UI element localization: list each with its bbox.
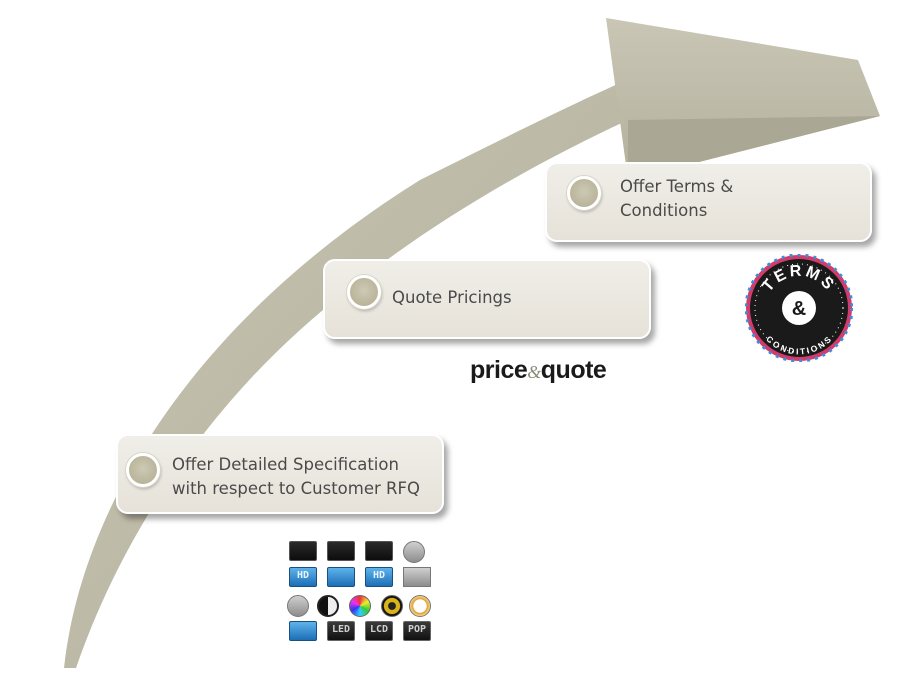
speaker-icon [381, 595, 403, 617]
tools-icon [327, 567, 355, 587]
lcd-label: LCD [369, 624, 389, 635]
cloud-icon [289, 621, 317, 641]
badge-dots [754, 263, 844, 353]
disc-icon [403, 541, 425, 563]
pop-label: POP [407, 624, 427, 635]
clock-icon [409, 595, 431, 617]
step-bullet [567, 176, 601, 210]
step-label-specification: Offer Detailed Specification with respec… [172, 455, 420, 498]
logo-amp: & [527, 362, 541, 382]
led-icon: LED [327, 621, 355, 641]
price-quote-logo: price&quote [470, 356, 607, 390]
logo-quote: quote [540, 356, 607, 384]
terms-conditions-badge: TERMS & CONDITIONS [745, 254, 853, 362]
step-card-specification: Offer Detailed Specification with respec… [116, 434, 444, 514]
hd-icon: HD [289, 567, 317, 587]
step-label-pricing: Quote Pricings [392, 288, 512, 307]
badge-color-ring [745, 254, 853, 362]
led-label: LED [331, 624, 351, 635]
step-bullet [347, 275, 381, 309]
arrow-body [64, 82, 628, 668]
monitor-icon [327, 541, 355, 561]
step-card-pricing: Quote Pricings [323, 259, 651, 339]
badge-center [782, 291, 816, 325]
lcd-icon: LCD [365, 621, 393, 641]
pop-icon: POP [403, 621, 431, 641]
monitor-icon [289, 541, 317, 561]
hd-label: HD [296, 570, 310, 581]
step-label-terms: Offer Terms & Conditions [620, 177, 734, 220]
color-wheel-icon [349, 595, 371, 617]
circle-icon [287, 595, 309, 617]
step-card-terms: Offer Terms & Conditions [545, 162, 872, 242]
badge-center-text: & [792, 298, 806, 320]
feature-icon-grid: HD HD LED LCD POP [287, 541, 437, 643]
hd-icon: HD [365, 567, 393, 587]
monitor-icon [365, 541, 393, 561]
contrast-icon [317, 595, 339, 617]
step-bullet [126, 453, 160, 487]
panel-icon [403, 567, 431, 587]
logo-price: price [470, 356, 528, 384]
hd-label: HD [372, 570, 386, 581]
